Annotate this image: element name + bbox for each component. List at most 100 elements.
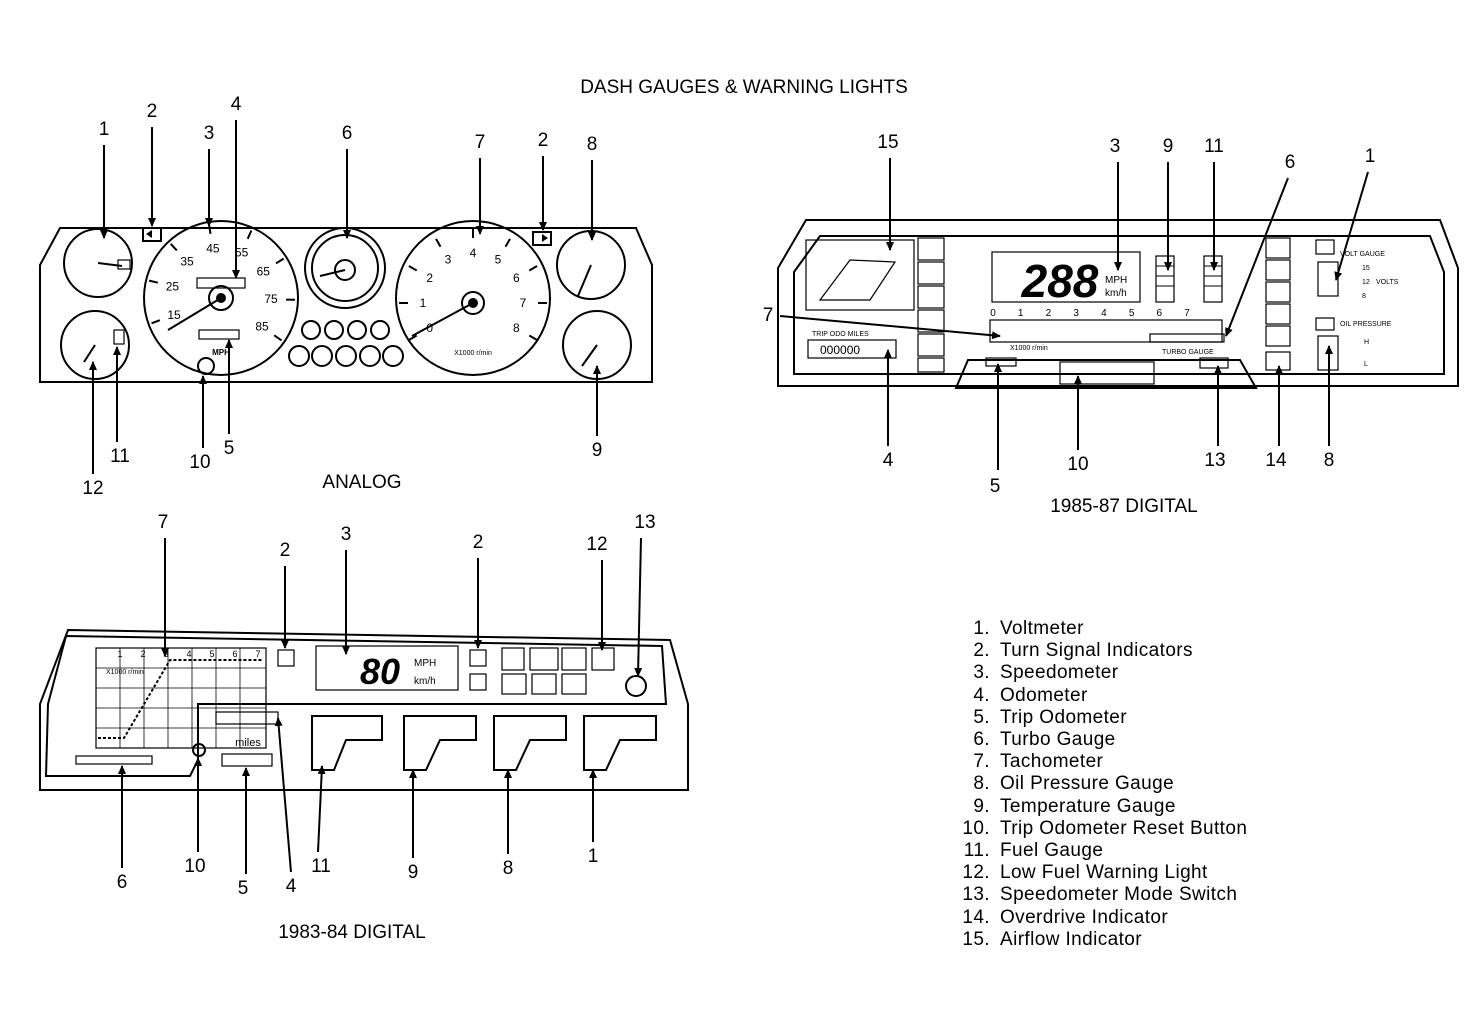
d87-tach-label: 6 [1157, 308, 1163, 319]
d84-speedo-mode-switch[interactable] [625, 675, 647, 697]
speedo-tick-label: 45 [206, 242, 220, 256]
legend-item: 4.Odometer [973, 684, 1088, 706]
d87-oil-l: L [1364, 361, 1368, 368]
speedo-tick-label-mark [151, 319, 161, 325]
d84-tach-unit: X1000 r/min [106, 669, 144, 676]
callout-analog-10: 10 [189, 452, 210, 473]
d87-speed-readout: 288 [1021, 255, 1099, 307]
legend-item: 1.Voltmeter [973, 618, 1084, 639]
speedo-tick-label-mark [275, 257, 285, 265]
callout-d84-6: 6 [117, 872, 128, 893]
callout-d84-2: 2 [280, 540, 291, 561]
d87-xrpm-label: X1000 r/min [1010, 345, 1048, 352]
d87-tach-label: 3 [1073, 308, 1079, 319]
tach-tick-label: 5 [495, 253, 502, 267]
callout-d84-7: 7 [158, 512, 169, 533]
d84-tach-label: 5 [209, 649, 214, 659]
caption-analog: ANALOG [322, 472, 401, 493]
callout-d84-13: 13 [634, 512, 655, 533]
d84-warning-lights [469, 647, 615, 695]
speedo-tick-label: 25 [166, 279, 180, 293]
analog-trip-reset-button[interactable] [197, 357, 215, 375]
callout-d87-8: 8 [1324, 450, 1335, 471]
d84-trip-reset-button[interactable] [192, 743, 206, 757]
callout-d87-5: 5 [990, 476, 1001, 497]
legend-item: 3.Speedometer [973, 662, 1119, 684]
d87-tachometer [989, 319, 1223, 343]
tach-tick-label-mark [528, 265, 538, 272]
analog-speedo-unit: MPH [212, 348, 230, 357]
legend-item: 7.Tachometer [973, 751, 1104, 773]
d87-volt-label: VOLT GAUGE [1340, 251, 1385, 258]
tach-tick-label-mark [504, 238, 511, 248]
callout-d87-15: 15 [877, 132, 898, 153]
d87-odometer [807, 339, 897, 359]
d84-odo-label: miles [235, 737, 261, 749]
callout-analog-6: 6 [342, 123, 353, 144]
d87-tach-label: 7 [1184, 308, 1190, 319]
tach-tick-label: 4 [470, 246, 477, 260]
d87-tach-label: 0 [990, 308, 996, 319]
d84-fuel-gauge [311, 715, 383, 771]
d84-speed-readout: 80 [360, 651, 400, 692]
speedo-tick-label: 15 [167, 308, 181, 322]
callout-d87-11: 11 [1204, 136, 1224, 157]
diagram-title: DASH GAUGES & WARNING LIGHTS [580, 77, 908, 98]
legend-item: 6.Turbo Gauge [973, 729, 1116, 751]
d87-oil-label: OIL PRESSURE [1340, 321, 1392, 328]
d87-volt-8: 8 [1362, 293, 1366, 300]
legend-item: 9.Temperature Gauge [973, 795, 1176, 817]
analog-trip-odometer [198, 329, 240, 340]
tach-tick-label: 3 [445, 253, 452, 267]
callout-d87-14: 14 [1265, 450, 1287, 471]
callout-d84-8: 8 [503, 858, 514, 879]
d87-speed-unit-kmh: km/h [1105, 288, 1127, 299]
caption-1985-87-digital: 1985-87 DIGITAL [1050, 496, 1198, 517]
callout-analog-8: 8 [587, 134, 598, 155]
callout-d87-13: 13 [1204, 450, 1225, 471]
d84-speedometer [315, 645, 459, 691]
callout-analog-5: 5 [224, 438, 235, 459]
d87-reset-buttons[interactable] [1059, 361, 1155, 385]
callout-d84-4: 4 [286, 876, 297, 897]
d87-volt-15: 15 [1362, 265, 1370, 272]
speedo-tick-label: 75 [264, 292, 278, 306]
tach-tick-label-mark [528, 334, 538, 341]
analog-callouts: 1 2 3 4 6 7 2 8 12 11 10 5 9 [82, 94, 602, 499]
callout-d87-7: 7 [763, 305, 774, 326]
d87-voltmeter [1317, 261, 1339, 297]
d87-volt-12: 12 [1362, 279, 1370, 286]
callout-analog-9: 9 [592, 440, 603, 461]
d87-temperature-gauge [1155, 255, 1175, 303]
d84-low-fuel-light [591, 647, 615, 671]
callout-analog-7: 7 [475, 132, 486, 153]
callout-d84-10: 10 [184, 856, 205, 877]
caption-1983-84-digital: 1983-84 DIGITAL [278, 922, 426, 943]
d87-turbo-label: TURBO GAUGE [1162, 349, 1214, 356]
analog-turbo-gauge [304, 227, 386, 309]
callout-d84-2b: 2 [473, 532, 484, 553]
callout-d84-1: 1 [588, 846, 599, 867]
speedo-tick-label-mark [246, 230, 253, 240]
callout-d84-12: 12 [586, 534, 607, 555]
tach-tick-label: 0 [426, 321, 433, 335]
d84-speed-unit-mph: MPH [414, 658, 436, 669]
legend-item: 14.Overdrive Indicator [962, 906, 1169, 928]
d84-temperature-gauge [403, 715, 477, 771]
callout-d87-6: 6 [1285, 152, 1296, 173]
tach-tick-label: 8 [513, 321, 520, 335]
d84-odometer [215, 711, 279, 725]
d87-right-indicators [1265, 237, 1291, 371]
callout-d87-10: 10 [1067, 454, 1088, 475]
tach-tick-label-mark [435, 238, 442, 248]
legend-item: 5.Trip Odometer [973, 706, 1127, 728]
tach-tick-label-mark [408, 265, 418, 272]
legend-item: 10.Trip Odometer Reset Button [962, 817, 1248, 839]
d84-turn-signal-left [277, 649, 295, 667]
speedo-tick-label: 35 [180, 254, 194, 268]
d84-speed-unit-kmh: km/h [414, 676, 436, 687]
